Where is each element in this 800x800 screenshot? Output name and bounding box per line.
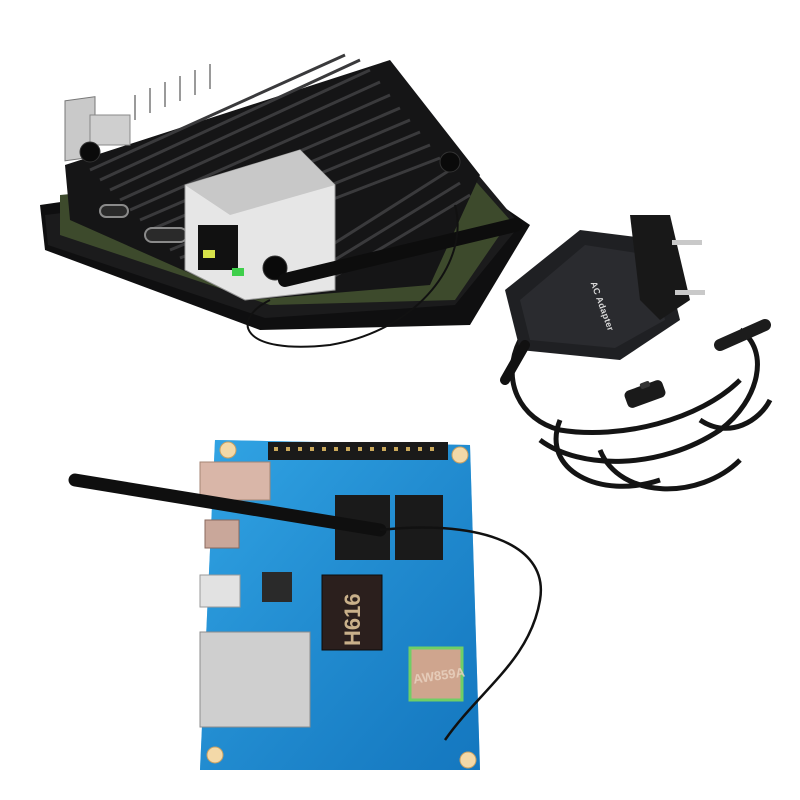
soc-label: H616 bbox=[340, 593, 365, 646]
